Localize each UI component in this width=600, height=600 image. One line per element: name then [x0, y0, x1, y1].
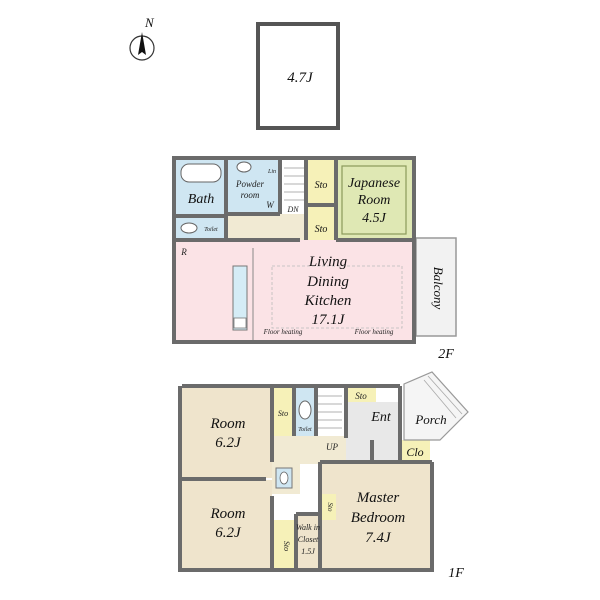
storage-1f-c	[320, 494, 336, 520]
storage-1f-d	[346, 388, 376, 402]
floor-2: Bath Powder room Lin W Toilet DN Sto Sto…	[172, 156, 457, 362]
storage-1f-c-label: Sto	[326, 503, 334, 512]
room-bottom-size: 6.2J	[215, 525, 242, 541]
toilet-1f-label: Toilet	[298, 427, 312, 433]
room-bottom	[182, 480, 272, 568]
down-label: DN	[286, 205, 299, 214]
washer-label: W	[266, 200, 275, 210]
ldk	[176, 240, 412, 340]
closet-1f-label: Clo	[406, 445, 423, 459]
refrigerator-label: R	[180, 247, 187, 257]
room-top	[182, 388, 272, 478]
powder-room-label-1: Powder	[235, 179, 264, 189]
balcony	[415, 237, 457, 337]
floor-heating-area	[271, 265, 403, 329]
bathtub-icon	[180, 163, 222, 183]
walls-2f	[172, 156, 416, 344]
up-label: UP	[326, 442, 338, 452]
entrance-label: Ent	[370, 410, 392, 425]
storage-1f-a	[272, 388, 294, 436]
floor-1: Room 6.2J Room 6.2J Master Bedroom 7.4J …	[178, 371, 469, 581]
ldk-label-1: Living	[308, 254, 348, 270]
storage-2f-lower-label: Sto	[315, 224, 328, 235]
japanese-room-size: 4.5J	[362, 211, 387, 226]
north-arrow-icon	[138, 32, 146, 55]
storage-1f-d-label: Sto	[355, 391, 367, 401]
compass-north-label: N	[144, 15, 155, 30]
linen-label: Lin	[267, 169, 276, 175]
storage-2f-upper	[306, 160, 336, 204]
storage-2f-upper-label: Sto	[315, 180, 328, 191]
room-bottom-label: Room	[210, 506, 246, 522]
japanese-room-label-1: Japanese	[348, 176, 400, 191]
floor-2-label: 2F	[438, 347, 454, 362]
master-bedroom	[320, 464, 430, 568]
closet-1f	[400, 440, 430, 462]
loft-outline	[256, 22, 340, 130]
room-top-label: Room	[210, 416, 246, 432]
japanese-room	[336, 160, 412, 240]
hall-2f	[226, 214, 306, 240]
stairs-treads-2f	[284, 167, 304, 201]
storage-1f-b	[272, 520, 296, 568]
stove-icon	[233, 317, 247, 329]
stairs-treads-1f	[318, 395, 342, 429]
walk-in-label-2: Closet	[298, 535, 319, 544]
loft: 4.7J	[256, 22, 340, 130]
sink-icon	[236, 161, 252, 173]
stairs-2f	[282, 160, 306, 214]
master-size: 7.4J	[365, 530, 392, 546]
ldk-label-3: Kitchen	[304, 293, 352, 309]
powder-room-label-2: room	[241, 190, 260, 200]
floor-heating-label-1: Floor heating	[263, 328, 303, 336]
japanese-room-label-2: Room	[357, 193, 391, 208]
storage-1f-b-label: Sto	[282, 541, 291, 551]
toilet-2f-label: Toilet	[204, 227, 218, 233]
hall-sink-icon	[279, 471, 289, 485]
tatami-border	[341, 165, 407, 235]
bath-label: Bath	[188, 192, 214, 207]
balcony-label: Balcony	[431, 267, 446, 310]
porch	[403, 371, 469, 441]
floor-1-label: 1F	[448, 566, 464, 581]
ldk-label-2: Dining	[306, 274, 349, 290]
compass: N	[129, 15, 155, 61]
master-label-2: Bedroom	[351, 510, 406, 526]
walk-in-size: 1.5J	[301, 547, 315, 556]
porch-label: Porch	[414, 412, 446, 427]
powder-room	[226, 160, 280, 214]
room-top-size: 6.2J	[215, 435, 242, 451]
floor-heating-label-2: Floor heating	[354, 328, 394, 336]
master-label-1: Master	[356, 490, 400, 506]
storage-1f-a-label: Sto	[278, 409, 288, 418]
kitchen-counter	[232, 265, 248, 331]
ldk-size: 17.1J	[312, 312, 346, 328]
walk-in-label-1: Walk in	[296, 523, 320, 532]
toilet-2f-icon	[180, 222, 198, 234]
storage-2f-lower	[306, 206, 336, 240]
loft-size: 4.7J	[287, 70, 314, 86]
porch-steps	[423, 375, 463, 419]
walls-1f	[178, 384, 434, 572]
toilet-1f-icon	[298, 400, 312, 420]
